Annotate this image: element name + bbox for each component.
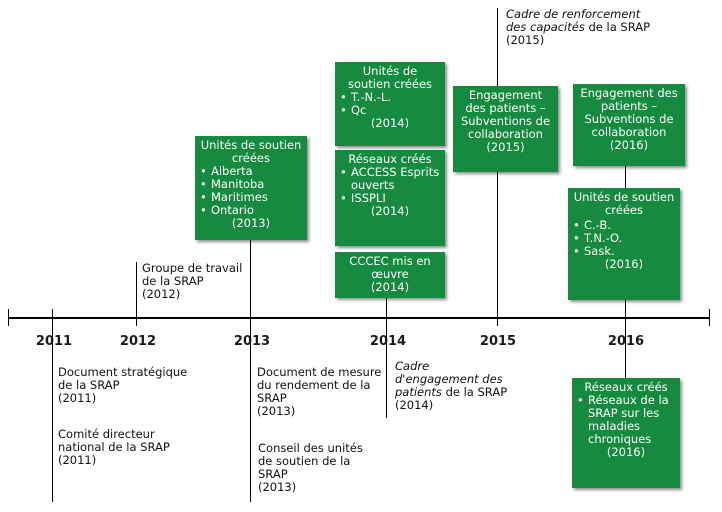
timeline-axis: [8, 317, 710, 319]
axis-tick-2014: [386, 309, 387, 326]
capacity-framework-text: Cadre de renforcement des capacités de l…: [506, 7, 651, 47]
list-item: T.-N.-L.: [340, 91, 440, 105]
units-2014-box: Unités de soutien créées T.-N.-L. Qc (20…: [335, 62, 445, 146]
units-2016-box: Unités de soutien créées C.-B. T.N.-O. S…: [568, 188, 680, 300]
connector-2014: [386, 298, 387, 418]
list-item: Sask.: [573, 245, 675, 259]
connector-2016: [625, 300, 626, 378]
networks-2014-box: Réseaux créés ACCESS Esprits ouverts ISS…: [335, 150, 445, 246]
year-label-2012: 2012: [119, 334, 157, 349]
units-2013-box: Unités de soutien créées Alberta Manitob…: [195, 136, 307, 240]
engagement-2015-box: Engagement des patients – Subventions de…: [453, 86, 558, 172]
year-label-2014: 2014: [369, 334, 407, 349]
connector-2016-top: [625, 166, 626, 188]
list-item: ISSPLI: [340, 192, 440, 206]
support-council-text: Conseil des unités de soutien de la SRAP…: [258, 441, 363, 494]
list-item: Qc: [340, 104, 440, 118]
connector-2013: [250, 240, 251, 502]
networks-2016-box: Réseaux créés Réseaux de la SRAP sur les…: [572, 378, 680, 488]
list-item: C.-B.: [573, 219, 675, 233]
list-item: Manitoba: [200, 178, 302, 192]
engagement-2016-box: Engagement des patients – Subventions de…: [573, 84, 685, 166]
engagement-framework-text: Cadre d'engagement des patients de la SR…: [395, 359, 508, 412]
axis-tick-2015: [497, 309, 498, 326]
list-item: Alberta: [200, 165, 302, 179]
srap-working-group-text: Groupe de travail de la SRAP (2012): [142, 261, 243, 301]
axis-tick-2011: [52, 309, 53, 326]
year-label-2016: 2016: [607, 334, 645, 349]
axis-tick-2016: [625, 309, 626, 326]
performance-document-text: Document de mesure du rendement de la SR…: [257, 365, 382, 418]
list-item: Ontario: [200, 204, 302, 218]
list-item: Réseaux de la SRAP sur les maladies chro…: [577, 394, 675, 446]
steering-committee-text: Comité directeur national de la SRAP (20…: [58, 427, 170, 467]
list-item: T.N.-O.: [573, 232, 675, 246]
connector-2012: [136, 262, 137, 319]
list-item: ACCESS Esprits ouverts: [340, 166, 440, 192]
year-label-2013: 2013: [233, 334, 271, 349]
year-label-2011: 2011: [35, 334, 73, 349]
connector-2011: [52, 318, 53, 502]
strategic-document-text: Document stratégique de la SRAP (2011): [58, 365, 188, 405]
axis-tick-2013: [250, 309, 251, 326]
axis-tick-end: [709, 309, 710, 326]
axis-tick-start: [8, 309, 9, 326]
list-item: Maritimes: [200, 191, 302, 205]
axis-tick-2012: [136, 309, 137, 326]
cccec-2014-box: CCCEC mis en œuvre (2014): [335, 252, 445, 298]
year-label-2015: 2015: [479, 334, 517, 349]
